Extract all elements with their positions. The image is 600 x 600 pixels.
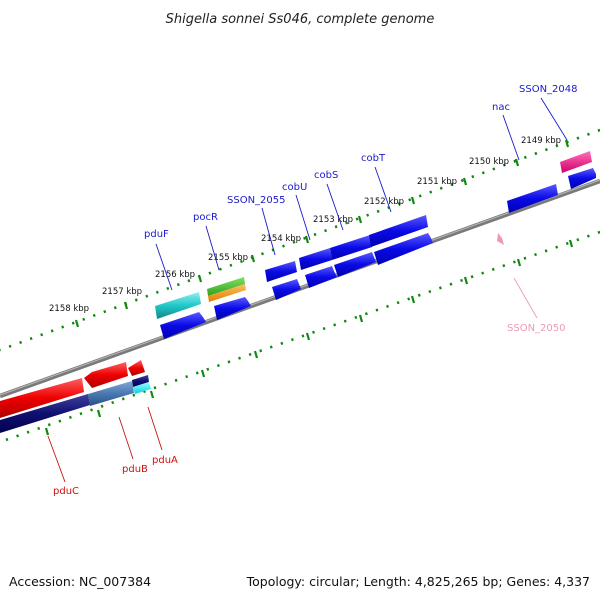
gene-label[interactable]: SSON_2048 xyxy=(519,84,578,95)
gene-arrow[interactable] xyxy=(568,168,596,189)
gene-label[interactable]: pduB xyxy=(122,464,148,475)
gene-label[interactable]: nac xyxy=(492,102,510,113)
reverse-gene-labels: pduC pduB pduA xyxy=(53,455,178,497)
kbp-label: 2157 kbp xyxy=(102,287,142,297)
forward-genes-row2 xyxy=(160,168,596,339)
kbp-label: 2149 kbp xyxy=(521,136,561,146)
gene-label[interactable]: cobT xyxy=(361,153,386,164)
gene-arrow[interactable] xyxy=(214,297,251,320)
gene-SSON-2050-marker[interactable] xyxy=(497,233,504,245)
gene-arrow[interactable] xyxy=(334,252,376,277)
gene-pduA-cyan[interactable] xyxy=(133,382,151,394)
gene-label[interactable]: SSON_2055 xyxy=(227,195,286,206)
gene-label[interactable]: cobS xyxy=(314,170,338,181)
kbp-label: 2158 kbp xyxy=(49,304,89,314)
leader-lines xyxy=(155,97,568,291)
gene-label[interactable]: pocR xyxy=(193,212,218,223)
gene-SSON-2048-arrow[interactable] xyxy=(560,151,592,173)
gene-label[interactable]: SSON_2050 xyxy=(507,323,566,334)
gene-pduB-steel[interactable] xyxy=(88,381,134,406)
reverse-genes xyxy=(0,360,151,433)
gene-SSON-2055-arrow[interactable] xyxy=(265,261,297,282)
gene-arrow[interactable] xyxy=(160,312,206,339)
gene-pduC-navy[interactable] xyxy=(0,394,90,433)
gene-pduC-red[interactable] xyxy=(0,378,84,418)
kbp-label: 2156 kbp xyxy=(155,270,195,280)
forward-genes-row1 xyxy=(155,151,592,319)
gene-arrow[interactable] xyxy=(374,233,433,265)
accession-text: Accession: NC_007384 xyxy=(9,574,151,589)
gene-label[interactable]: pduC xyxy=(53,486,79,497)
inner-major-ticks xyxy=(44,239,574,436)
reverse-leader-lines xyxy=(47,406,163,483)
kbp-label: 2150 kbp xyxy=(469,157,509,167)
gene-label[interactable]: pduA xyxy=(152,455,178,466)
gene-cobT-arrow[interactable] xyxy=(369,215,428,247)
gene-pduA-navy[interactable] xyxy=(132,375,149,387)
gene-arrow[interactable] xyxy=(272,279,301,300)
leader-line-SSON-2050 xyxy=(513,277,538,319)
gene-pocR-arrow-orange[interactable] xyxy=(208,284,246,302)
gene-nac-arrow[interactable] xyxy=(507,184,558,213)
kbp-label: 2154 kbp xyxy=(261,234,301,244)
kbp-labels: 2149 kbp 2150 kbp 2151 kbp 2152 kbp 2153… xyxy=(49,136,561,314)
gene-arrow[interactable] xyxy=(305,266,337,288)
gene-pduF-arrow[interactable] xyxy=(155,292,201,319)
kbp-label: 2153 kbp xyxy=(313,215,353,225)
gene-cobU-arrow[interactable] xyxy=(299,248,332,270)
kbp-label: 2152 kbp xyxy=(364,197,404,207)
gene-label[interactable]: cobU xyxy=(282,182,307,193)
genome-summary-text: Topology: circular; Length: 4,825,265 bp… xyxy=(246,574,590,589)
kbp-label: 2151 kbp xyxy=(417,177,457,187)
outer-major-ticks xyxy=(74,139,570,328)
kbp-label: 2155 kbp xyxy=(208,253,248,263)
gene-cobS-arrow[interactable] xyxy=(330,235,372,260)
gene-pocR-arrow-green[interactable] xyxy=(207,277,245,296)
map-title: Shigella sonnei Ss046, complete genome xyxy=(166,12,435,27)
forward-gene-labels: SSON_2048 nac cobT cobS cobU SSON_2055 p… xyxy=(144,84,578,240)
gene-label[interactable]: pduF xyxy=(144,229,169,240)
gene-red-arrow[interactable] xyxy=(84,362,128,388)
gene-red-arrow-small[interactable] xyxy=(128,360,145,376)
